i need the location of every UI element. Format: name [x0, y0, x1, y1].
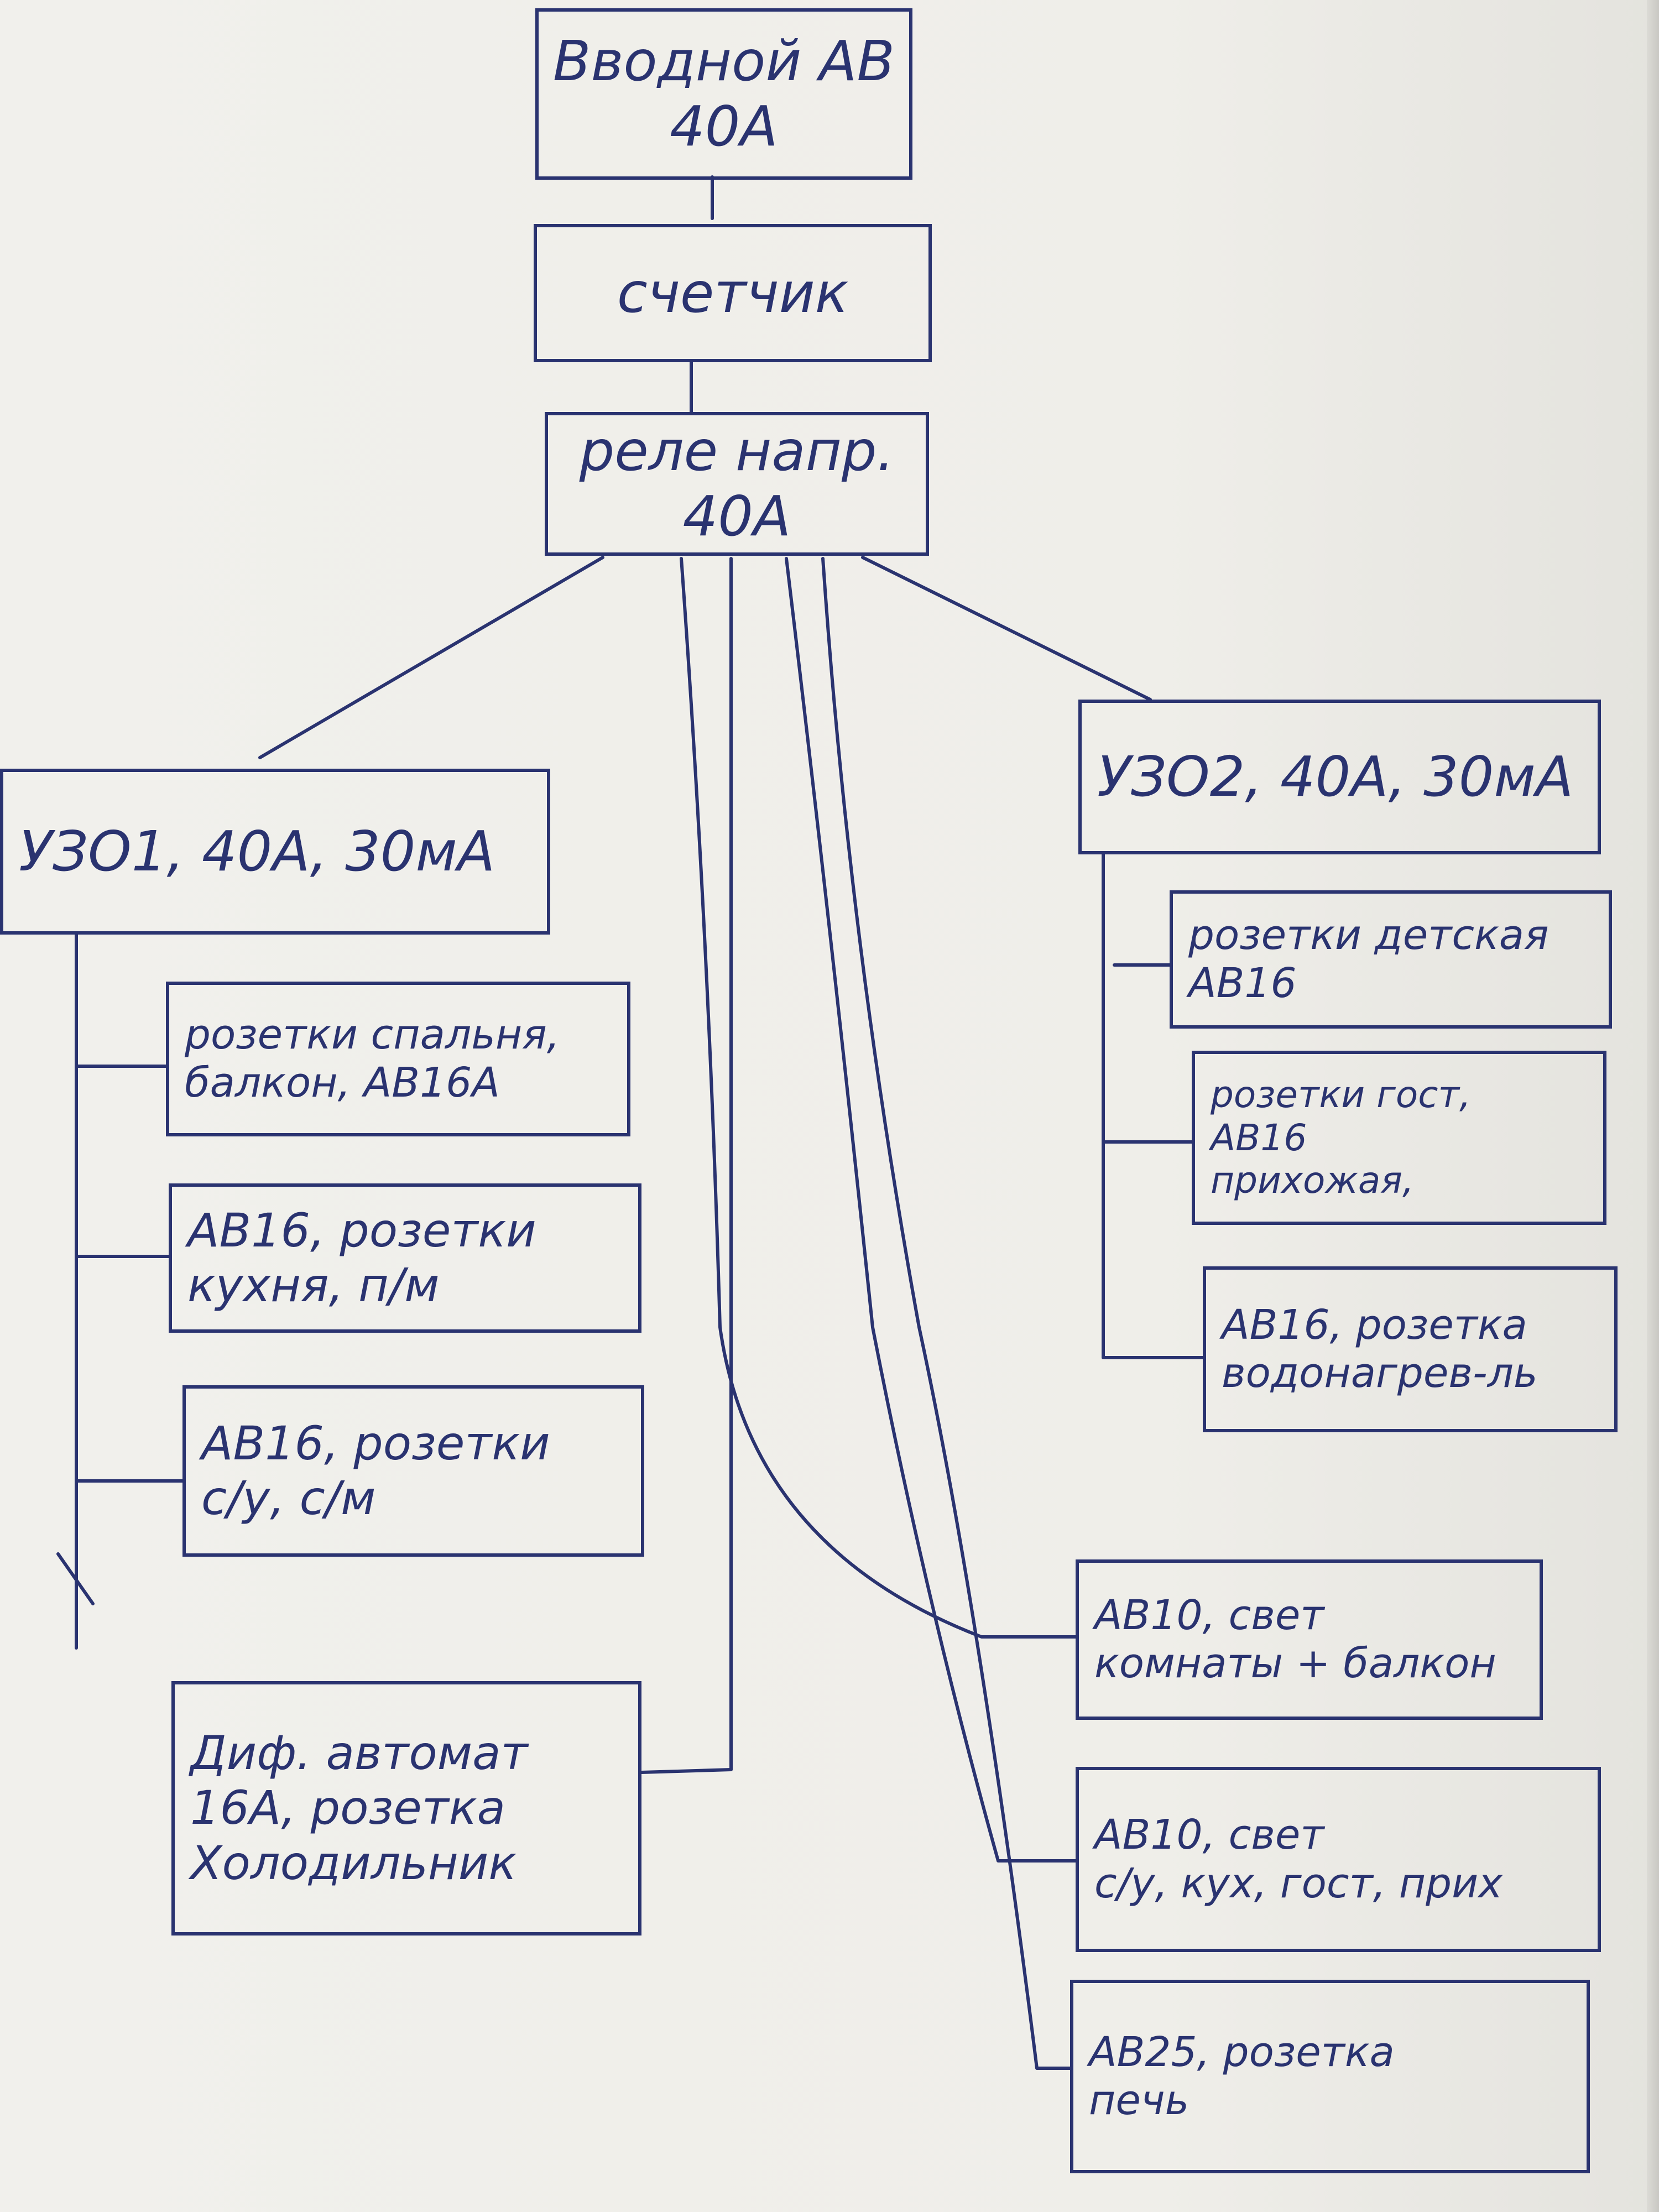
light-rooms-breaker-box: АВ10, свет комнаты + балкон: [1076, 1559, 1543, 1720]
wire-relay-to-rcd2: [861, 556, 1152, 701]
rcd1-kitchen-line-1: АВ16, розетки: [187, 1203, 536, 1258]
voltage-relay-box: реле напр. 40А: [545, 412, 929, 556]
rcd1-bathroom-line-2: с/у, с/м: [201, 1471, 376, 1525]
rcd2-children-line-1: розетки детская: [1188, 911, 1549, 959]
light-bath-kitchen-line-2: с/у, кух, гост, прих: [1094, 1859, 1503, 1907]
bus-rcd1-end-tick: [56, 1552, 95, 1605]
rcbo-fridge-box: Диф. автомат 16А, розетка Холодильник: [171, 1681, 641, 1936]
rcbo-fridge-line-2: 16А, розетка: [190, 1781, 505, 1835]
voltage-relay-line-1: реле напр.: [579, 419, 895, 483]
wire-relay-to-light-bath: [785, 557, 1077, 1863]
wire-relay-to-rcd1: [258, 556, 604, 759]
light-rooms-line-2: комнаты + балкон: [1094, 1640, 1496, 1687]
rcd2-heater-line-1: АВ16, розетка: [1222, 1301, 1527, 1349]
input-breaker-line-1: Вводной АВ: [552, 29, 895, 93]
oven-socket-breaker-box: АВ25, розетка печь: [1070, 1980, 1590, 2173]
meter-box: счетчик: [534, 224, 932, 362]
rcd2-line-1: УЗО2, 40А, 30мА: [1097, 744, 1574, 809]
rcd2-children-line-2: АВ16: [1188, 959, 1297, 1007]
oven-socket-line-1: АВ25, розетка: [1089, 2028, 1395, 2076]
rcbo-fridge-line-1: Диф. автомат: [190, 1726, 528, 1781]
rcd2-living-line-3: прихожая,: [1211, 1159, 1414, 1202]
meter-line-1: счетчик: [617, 260, 849, 325]
rcd1-kitchen-line-2: кухня, п/м: [187, 1258, 440, 1312]
input-breaker-box: Вводной АВ 40А: [535, 8, 912, 180]
rcd2-children-sockets-box: розетки детская АВ16: [1170, 890, 1612, 1029]
oven-socket-line-2: печь: [1089, 2077, 1190, 2124]
rcd2-living-line-1: розетки гост,: [1211, 1073, 1471, 1116]
input-breaker-line-2: 40А: [670, 94, 778, 159]
wire-relay-to-fridge: [640, 557, 733, 1774]
rcbo-fridge-line-3: Холодильник: [190, 1835, 517, 1890]
rcd2-box: УЗО2, 40А, 30мА: [1078, 700, 1601, 854]
rcd1-bathroom-line-1: АВ16, розетки: [201, 1416, 550, 1470]
rcd1-bedroom-line-2: балкон, АВ16А: [185, 1059, 500, 1107]
rcd1-box: УЗО1, 40А, 30мА: [0, 769, 550, 935]
rcd1-bedroom-line-1: розетки спальня,: [185, 1010, 560, 1058]
wire-relay-to-light-rooms: [680, 557, 1077, 1639]
rcd1-bedroom-sockets-box: розетки спальня, балкон, АВ16А: [166, 982, 630, 1136]
rcd1-bathroom-sockets-box: АВ16, розетки с/у, с/м: [182, 1385, 644, 1557]
light-bathroom-kitchen-breaker-box: АВ10, свет с/у, кух, гост, прих: [1076, 1767, 1601, 1952]
light-rooms-line-1: АВ10, свет: [1094, 1591, 1324, 1639]
paper-fold-shadow: [1647, 0, 1659, 2212]
rcd2-living-line-2: АВ16: [1211, 1116, 1307, 1159]
rcd2-water-heater-socket-box: АВ16, розетка водонагрев-ль: [1203, 1266, 1618, 1432]
wire-relay-to-oven: [821, 557, 1072, 2070]
light-bath-kitchen-line-1: АВ10, свет: [1094, 1811, 1324, 1859]
rcd1-kitchen-sockets-box: АВ16, розетки кухня, п/м: [169, 1183, 641, 1333]
rcd2-heater-line-2: водонагрев-ль: [1222, 1349, 1538, 1397]
rcd2-living-sockets-box: розетки гост, АВ16 прихожая,: [1192, 1051, 1606, 1225]
voltage-relay-line-2: 40А: [682, 484, 791, 549]
rcd1-line-1: УЗО1, 40А, 30мА: [19, 819, 495, 884]
